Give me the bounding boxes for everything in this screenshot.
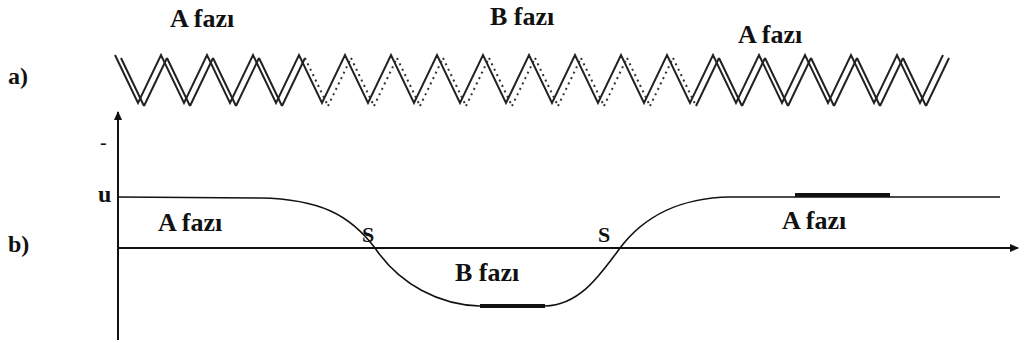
axis-sign: - (100, 132, 107, 152)
domain-chain-dotted (305, 58, 696, 106)
phase-label: B fazı (455, 260, 519, 286)
panel-label: a) (8, 64, 28, 88)
phase-label: A fazı (738, 22, 802, 48)
phase-label: A fazı (170, 6, 234, 32)
curve-plateau (795, 193, 890, 197)
y-axis (117, 112, 119, 340)
panel-label: b) (8, 232, 29, 256)
axis-label: u (98, 182, 111, 206)
point-label: S (598, 224, 610, 246)
curve-plateau (480, 304, 545, 308)
x-axis (118, 247, 1018, 249)
domain-chain-double (121, 58, 949, 106)
phase-label: A fazı (782, 208, 846, 234)
phase-label: A fazı (158, 210, 222, 236)
order-curve (118, 197, 1000, 306)
phase-label: B fazı (490, 4, 554, 30)
domain-chain (115, 55, 943, 103)
point-label: S (362, 224, 374, 246)
